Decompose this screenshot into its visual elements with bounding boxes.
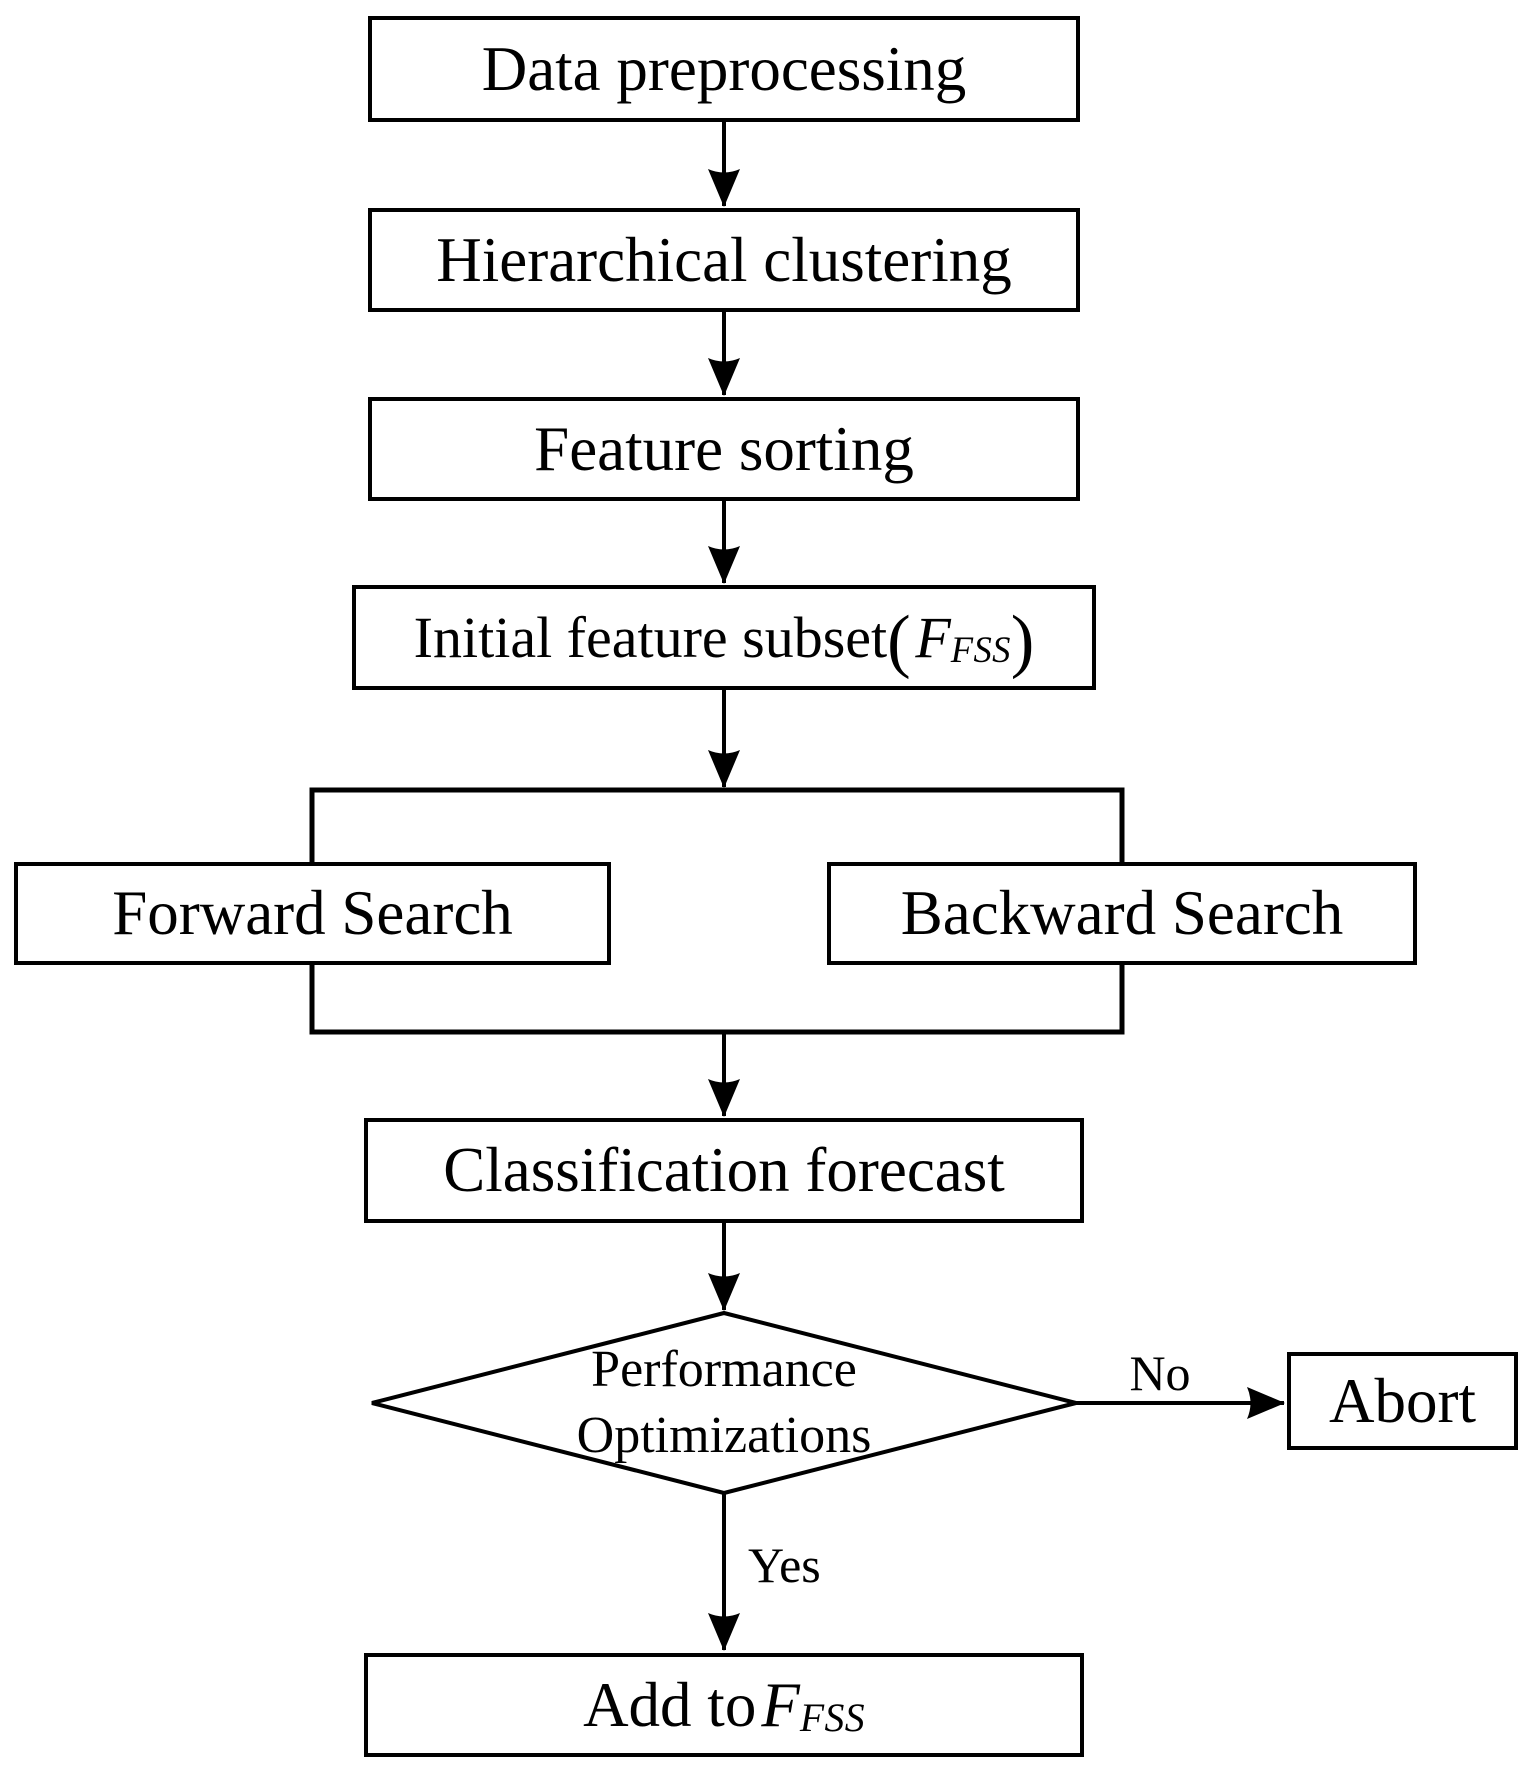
node-classification-forecast: Classification forecast [364, 1118, 1084, 1223]
node-data-preprocessing: Data preprocessing [368, 16, 1080, 122]
variable-subscript-FSS: FSS [799, 1695, 865, 1740]
node-label: Abort [1329, 1365, 1476, 1436]
split-branch-line [309, 787, 1125, 862]
variable-F: F [915, 604, 951, 670]
variable-subscript-FSS: FSS [950, 628, 1011, 670]
node-abort: Abort [1287, 1352, 1518, 1450]
node-backward-search: Backward Search [827, 862, 1417, 965]
variable-F: F [761, 1669, 800, 1740]
close-paren: ) [1010, 602, 1035, 681]
node-label: Backward Search [900, 878, 1344, 948]
merge-branch-line [309, 965, 1125, 1035]
node-label: Hierarchical clustering [436, 224, 1012, 295]
open-paren: ( [887, 602, 911, 681]
edge-label-yes: Yes [748, 1537, 821, 1593]
node-label: Feature sorting [534, 413, 914, 484]
edge-label-no: No [1129, 1345, 1191, 1401]
node-label: Classification forecast [443, 1135, 1005, 1205]
node-label: Data preprocessing [481, 33, 967, 104]
node-label-text: Initial feature subset [413, 604, 888, 670]
node-performance-optimizations-label: Performance Optimizations [524, 1337, 924, 1468]
decision-label-line1: Performance [591, 1341, 857, 1398]
node-label-text: Add to [583, 1669, 757, 1740]
node-label: Forward Search [112, 878, 513, 948]
node-hierarchical-clustering: Hierarchical clustering [368, 208, 1080, 312]
node-feature-sorting: Feature sorting [368, 397, 1080, 501]
decision-label-line2: Optimizations [576, 1406, 872, 1464]
node-forward-search: Forward Search [14, 862, 611, 965]
